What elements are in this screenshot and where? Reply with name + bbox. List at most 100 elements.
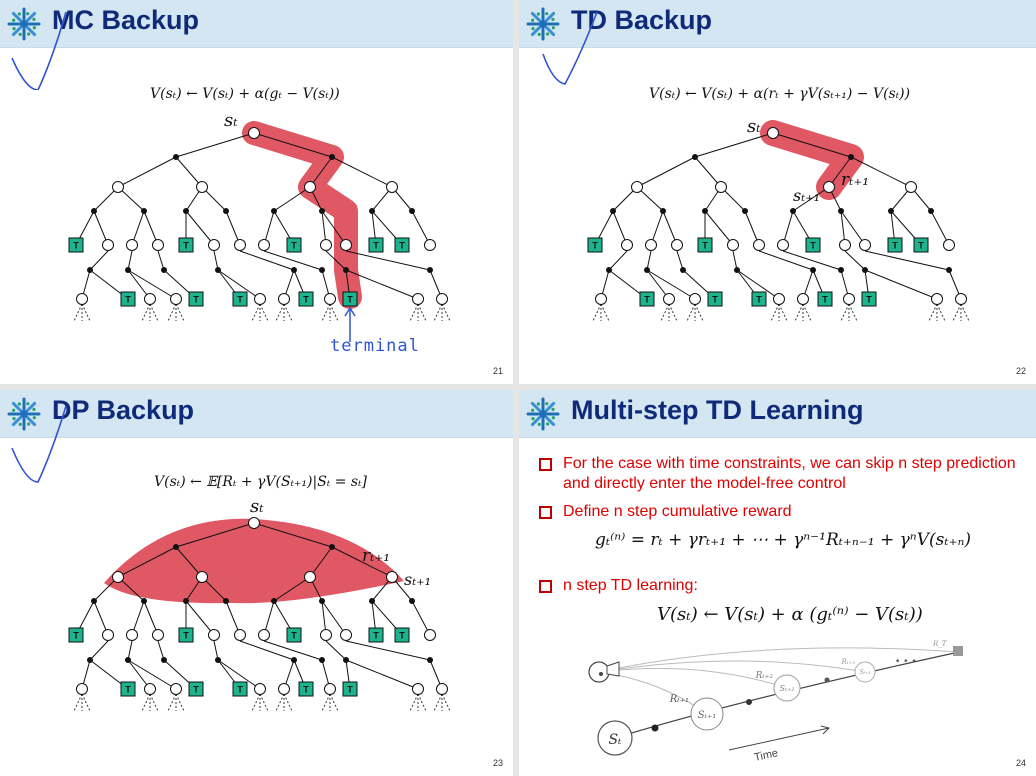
action-node xyxy=(161,657,167,663)
action-node xyxy=(680,267,686,273)
action-node xyxy=(319,598,325,604)
terminal-node xyxy=(298,291,314,307)
state-node xyxy=(126,239,138,251)
logo-icon xyxy=(526,397,560,431)
state-node xyxy=(76,683,88,695)
state-node xyxy=(689,293,701,305)
terminal-node xyxy=(342,681,358,697)
backup-highlight xyxy=(760,120,864,200)
terminal-node xyxy=(639,291,655,307)
state-node xyxy=(436,293,448,305)
terminal-label: T xyxy=(373,631,379,641)
action-node xyxy=(427,267,433,273)
pen-checkmark-annotation xyxy=(11,11,67,90)
action-node xyxy=(409,208,415,214)
state-node xyxy=(208,629,220,641)
terminal-label: T xyxy=(702,241,708,251)
square-bullet-icon xyxy=(539,580,552,593)
state-node xyxy=(931,293,943,305)
state-node xyxy=(340,239,352,251)
action-node xyxy=(291,657,297,663)
state-node xyxy=(412,293,424,305)
state-node xyxy=(304,571,316,583)
action-node xyxy=(87,267,93,273)
action-node xyxy=(183,598,189,604)
action-node xyxy=(644,267,650,273)
terminal-label: T xyxy=(892,241,898,251)
slide-title-bar: DP Backup xyxy=(0,390,513,438)
terminal-node xyxy=(394,237,410,253)
logo-icon xyxy=(7,7,41,41)
state-node xyxy=(843,293,855,305)
slide-mc-backup[interactable]: MC Backup V(sₜ) ← V(sₜ) + α(gₜ − V(sₜ)) … xyxy=(0,0,513,384)
terminal-label: T xyxy=(347,295,353,305)
action-node xyxy=(343,267,349,273)
state-node xyxy=(386,181,398,193)
action-node xyxy=(848,154,854,160)
terminal-node xyxy=(232,291,248,307)
action-node xyxy=(838,208,844,214)
slide-multistep-td[interactable]: Multi-step TD Learning For the case with… xyxy=(519,390,1036,776)
action-node xyxy=(183,208,189,214)
action-node xyxy=(173,544,179,550)
action-node xyxy=(838,267,844,273)
action-node xyxy=(141,208,147,214)
terminal-label: T xyxy=(237,685,243,695)
state-node xyxy=(715,181,727,193)
terminal-node xyxy=(286,627,302,643)
terminal-node xyxy=(394,627,410,643)
action-node xyxy=(369,208,375,214)
state-node xyxy=(320,629,332,641)
logo-icon xyxy=(526,7,560,41)
action-node xyxy=(702,208,708,214)
bullet-item: Define n step cumulative reward xyxy=(539,502,1019,522)
state-s2-label: Sₜ₊₂ xyxy=(780,684,795,693)
state-label-st1: sₜ₊₁ xyxy=(404,570,432,589)
reward-r3-label: Rₜ₊₃ xyxy=(841,658,856,666)
action-node xyxy=(692,154,698,160)
slide-dp-backup[interactable]: DP Backup V(sₜ) ← 𝔼[Rₜ + γV(Sₜ₊₁)|Sₜ = s… xyxy=(0,390,513,776)
tree-edges xyxy=(592,132,970,322)
terminal-node xyxy=(707,291,723,307)
terminal-label: T xyxy=(822,295,828,305)
terminal-label: T xyxy=(125,685,131,695)
state-node xyxy=(320,239,332,251)
terminal-annotation: terminal xyxy=(330,336,420,356)
action-node xyxy=(928,208,934,214)
state-node xyxy=(386,571,398,583)
terminal-node xyxy=(368,627,384,643)
state-node xyxy=(905,181,917,193)
state-node xyxy=(144,683,156,695)
action-node xyxy=(91,598,97,604)
slide-td-backup[interactable]: TD Backup V(sₜ) ← V(sₜ) + α(rₜ + γV(sₜ₊₁… xyxy=(519,0,1036,384)
state-node xyxy=(595,293,607,305)
state-node xyxy=(324,293,336,305)
terminal-node xyxy=(68,627,84,643)
terminal-label: T xyxy=(373,241,379,251)
square-bullet-icon xyxy=(539,506,552,519)
state-node xyxy=(126,629,138,641)
terminal-node xyxy=(887,237,903,253)
state-s1-label: Sₜ₊₁ xyxy=(698,710,717,721)
state-node xyxy=(797,293,809,305)
action-node xyxy=(610,208,616,214)
td-update-formula: V(sₜ) ← V(sₜ) + α(rₜ + γV(sₜ₊₁) − V(sₜ)) xyxy=(649,86,911,102)
state-node xyxy=(777,239,789,251)
bullet-text: n step TD learning: xyxy=(563,577,698,594)
arrow-up-icon xyxy=(344,306,356,342)
square-bullet-icon xyxy=(539,458,552,471)
action-node xyxy=(427,657,433,663)
state-node xyxy=(76,293,88,305)
bullet-text: Define n step cumulative reward xyxy=(563,503,792,520)
state-label-st1: sₜ₊₁ xyxy=(793,186,821,205)
terminal-node xyxy=(298,681,314,697)
bullet-list: For the case with time constraints, we c… xyxy=(539,454,1019,528)
state-node xyxy=(102,239,114,251)
terminal-label: T xyxy=(193,295,199,305)
state-node xyxy=(254,683,266,695)
terminal-label: T xyxy=(291,241,297,251)
